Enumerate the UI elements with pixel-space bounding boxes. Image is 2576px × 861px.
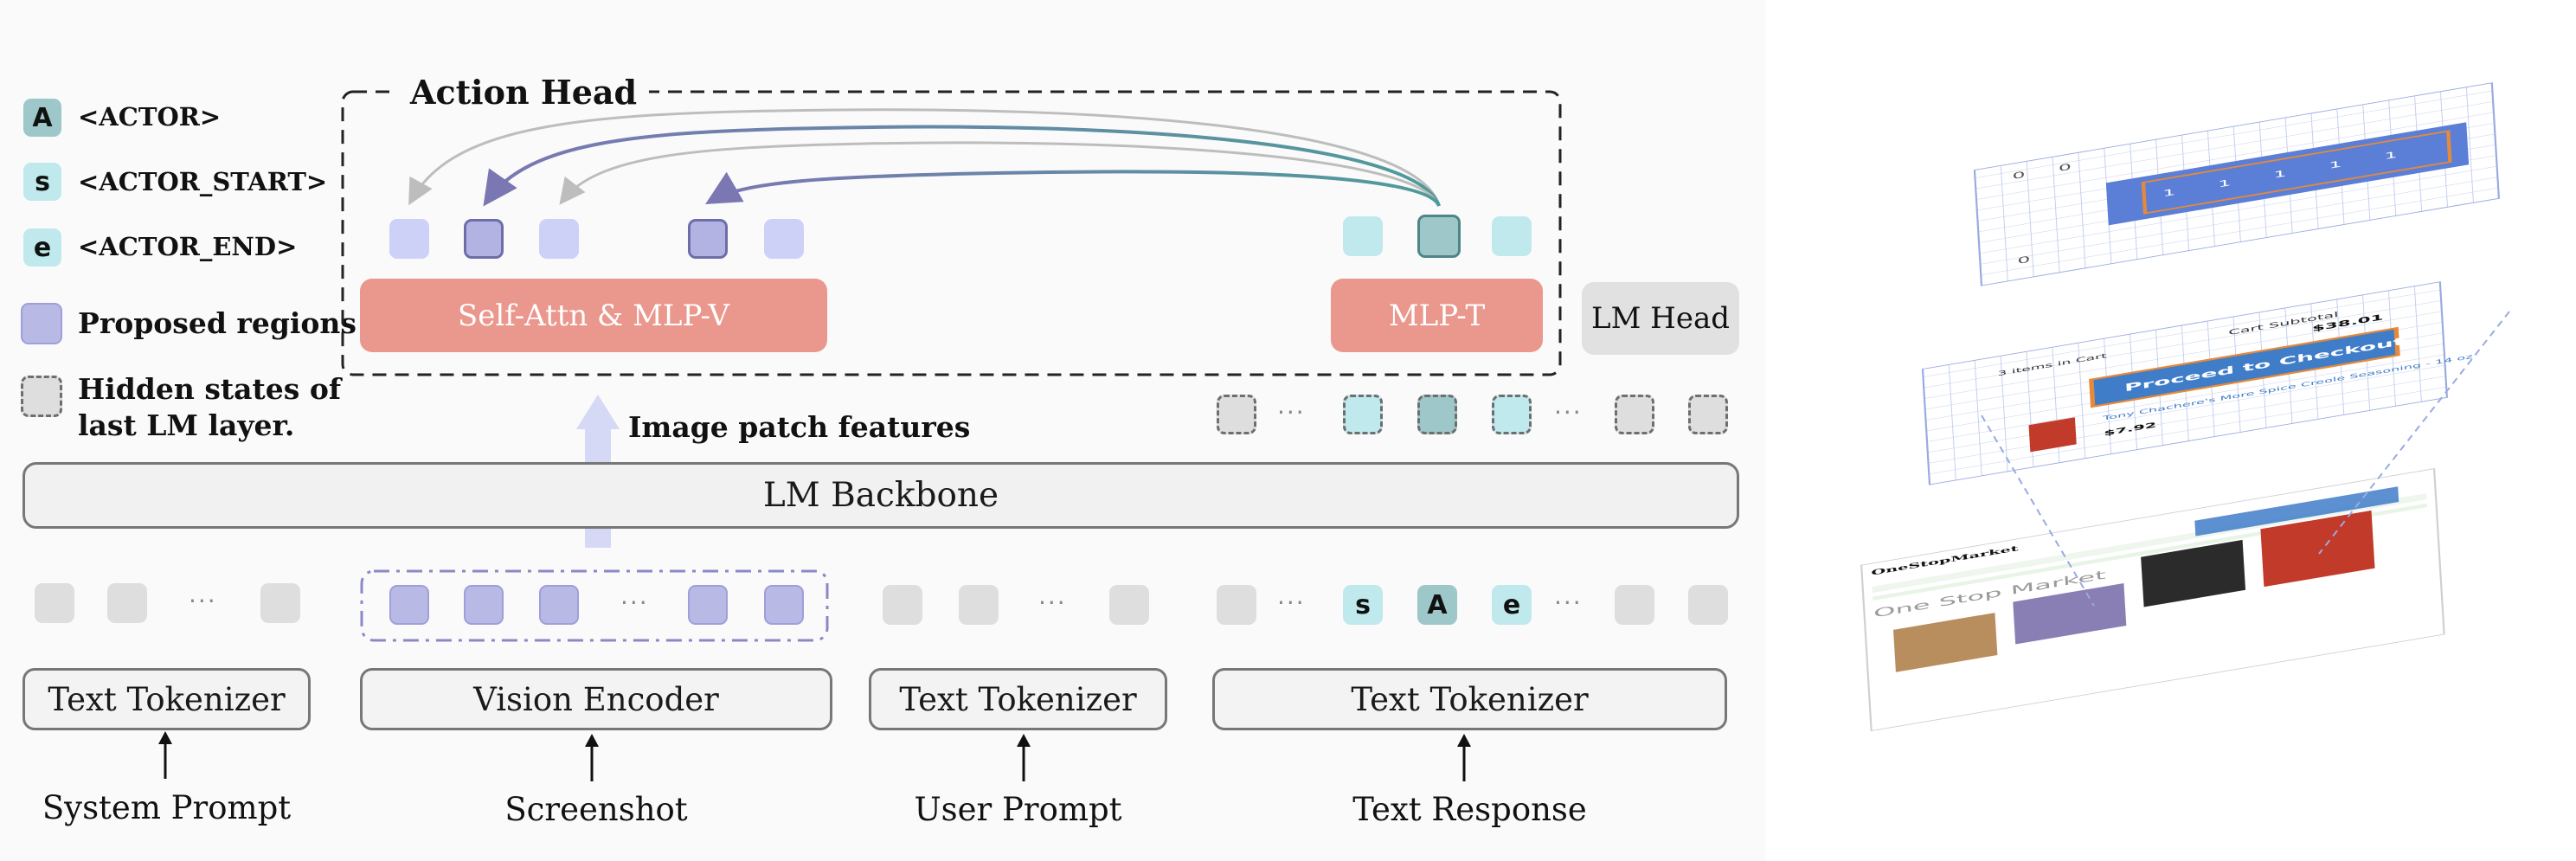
vision-encoder: Vision Encoder — [360, 668, 832, 730]
input-token — [35, 583, 74, 623]
action-head-lines — [158, 90, 1562, 781]
input-token — [107, 583, 147, 623]
actor-token — [1417, 215, 1461, 258]
legend-actor-token: A — [23, 99, 61, 137]
input-ellipsis: ··· — [1277, 588, 1306, 617]
webpage-layer: OneStopMarket One Stop Market — [1860, 468, 2445, 732]
region-token-selected — [464, 219, 504, 259]
hidden-state-actor-start — [1343, 395, 1383, 434]
arc-to-region-1 — [408, 108, 1441, 207]
svg-text:0: 0 — [2012, 170, 2026, 182]
vision-token-group — [360, 569, 829, 642]
input-token — [1688, 585, 1728, 625]
arc-to-region-3 — [559, 141, 1441, 207]
mlp-t-block: MLP-T — [1331, 279, 1543, 352]
svg-text:1: 1 — [2218, 177, 2232, 190]
vision-token — [764, 585, 804, 625]
vision-ellipsis: ··· — [620, 588, 649, 617]
svg-text:1: 1 — [2329, 159, 2342, 171]
input-token — [883, 585, 922, 625]
lm-head-block: LM Head — [1582, 282, 1739, 355]
legend-actor-label: <ACTOR> — [78, 102, 222, 132]
svg-text:0: 0 — [2017, 254, 2031, 267]
svg-text:1: 1 — [2384, 150, 2398, 162]
hidden-state-token — [1615, 395, 1654, 434]
image-patch-arrow-head — [576, 395, 620, 429]
layered-screenshot-illustration: OneStopMarket One Stop Market Proceed to… — [1860, 82, 2510, 732]
hidden-state-token — [1688, 395, 1728, 434]
legend-hidden-token — [21, 376, 62, 417]
hidden-state-actor-end — [1492, 395, 1532, 434]
text-response-label: Text Response — [1352, 791, 1587, 828]
legend-hidden-label-1: Hidden states of — [78, 372, 342, 406]
legend-actor-start-label: <ACTOR_START> — [78, 167, 328, 196]
vision-token — [464, 585, 504, 625]
region-token — [764, 219, 804, 259]
input-token — [1615, 585, 1654, 625]
svg-text:1: 1 — [2273, 169, 2287, 181]
legend-actor-end-label: <ACTOR_END> — [78, 232, 298, 261]
mask-region — [2105, 122, 2470, 226]
mask-grid-layer: 0 0 0 1 1 1 1 1 — [1973, 82, 2500, 286]
lm-backbone: LM Backbone — [22, 462, 1739, 529]
vision-token — [688, 585, 728, 625]
action-head-box — [341, 90, 1562, 376]
input-token — [1217, 585, 1256, 625]
user-prompt-label: User Prompt — [914, 791, 1122, 828]
hidden-state-actor — [1417, 395, 1457, 434]
action-head-title: Action Head — [398, 73, 650, 112]
zoom-grid-layer: Proceed to Checkout Cart Subtotal $38.01… — [1921, 281, 2473, 485]
input-token — [260, 583, 300, 623]
actor-input-token: A — [1417, 585, 1457, 625]
input-token — [1109, 585, 1149, 625]
region-token — [389, 219, 429, 259]
screenshot-label: Screenshot — [504, 791, 688, 828]
system-prompt-label: System Prompt — [42, 789, 292, 826]
region-token-selected — [688, 219, 728, 259]
legend-proposed-label: Proposed regions — [78, 306, 357, 340]
input-ellipsis: ··· — [1554, 588, 1583, 617]
actor-start-input-token: s — [1343, 585, 1383, 625]
hidden-ellipsis: ··· — [1277, 398, 1306, 427]
svg-text:0: 0 — [2059, 162, 2072, 174]
input-ellipsis: ··· — [189, 587, 217, 615]
actor-end-token — [1492, 216, 1532, 256]
self-attn-mlp-v-block: Self-Attn & MLP-V — [360, 279, 827, 352]
vision-token — [539, 585, 579, 625]
svg-text:1: 1 — [2162, 187, 2176, 199]
legend-actor-end-token: e — [23, 228, 61, 267]
actor-end-input-token: e — [1492, 585, 1532, 625]
arc-to-region-2 — [483, 125, 1441, 207]
text-tokenizer-response: Text Tokenizer — [1212, 668, 1727, 730]
actor-start-token — [1343, 216, 1383, 256]
hidden-state-token — [1217, 395, 1256, 434]
vision-token — [389, 585, 429, 625]
text-tokenizer-user: Text Tokenizer — [869, 668, 1167, 730]
legend-actor-start-token: s — [23, 163, 61, 201]
legend-proposed-token — [21, 303, 62, 344]
mask-highlight — [2141, 130, 2452, 215]
legend-hidden-label-2: last LM layer. — [78, 408, 295, 442]
arc-to-region-4 — [705, 170, 1441, 207]
input-ellipsis: ··· — [1038, 588, 1067, 617]
hidden-ellipsis: ··· — [1554, 398, 1583, 427]
checkout-button — [2089, 326, 2400, 408]
input-token — [959, 585, 999, 625]
region-token — [539, 219, 579, 259]
image-patch-label: Image patch features — [628, 410, 971, 444]
text-tokenizer-system: Text Tokenizer — [22, 668, 311, 730]
